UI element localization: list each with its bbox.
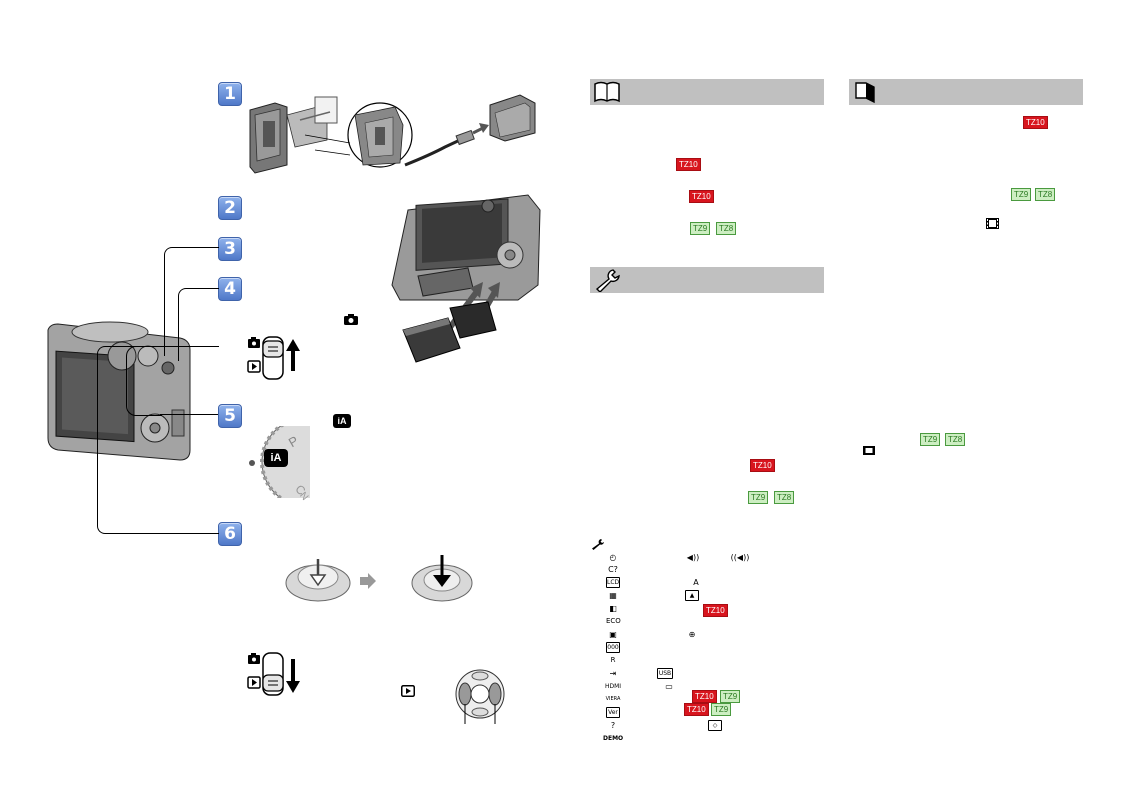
battery-card-illustration xyxy=(391,194,541,363)
step-4-badge: 4 xyxy=(218,277,242,301)
usb-mode-icon: ⇥ xyxy=(609,669,617,678)
playback-icon xyxy=(401,685,415,697)
cursor-buttons-illustration xyxy=(455,669,505,724)
motion-picture-icon xyxy=(986,218,999,229)
step-3-pointer xyxy=(164,247,219,356)
shutter-press-illustration xyxy=(285,555,473,602)
notebook-icon xyxy=(855,82,875,104)
step-6-pointer xyxy=(97,346,219,534)
tz9-tag: TZ9 xyxy=(690,222,711,235)
lcd-icon: LCD xyxy=(606,577,620,588)
step-5-badge: 5 xyxy=(218,404,242,428)
step-5-pointer-b xyxy=(160,414,218,416)
histogram-icon: ▲ xyxy=(685,590,699,601)
tz8-tag: TZ8 xyxy=(774,491,795,504)
step-6-badge: 6 xyxy=(218,522,242,546)
viera-link-icon: VIERA xyxy=(605,696,621,702)
tz10-tag: TZ10 xyxy=(684,703,709,716)
number-reset-icon: 000 xyxy=(606,642,620,653)
tz9-tag: TZ9 xyxy=(748,491,769,504)
hdmi-icon: HDMI xyxy=(604,683,622,690)
camera-mode-icon xyxy=(344,314,358,325)
tz8-tag: TZ8 xyxy=(716,222,737,235)
step-3-badge: 3 xyxy=(218,237,242,261)
zoom-resume-icon: ⊕ xyxy=(688,630,696,639)
beep-icon: ◀)) xyxy=(686,553,700,562)
tz10-tag: TZ10 xyxy=(689,190,714,203)
demo-icon: DEMO xyxy=(603,735,624,742)
step-4-pointer xyxy=(178,288,219,361)
tz9-tag: TZ9 xyxy=(720,690,741,703)
volume-icon: ((◀)) xyxy=(730,553,750,562)
language-icon: ? xyxy=(610,721,616,730)
auto-review-icon: ▣ xyxy=(609,630,617,639)
wrench-icon xyxy=(595,269,620,292)
camera-side-illustration xyxy=(47,321,191,461)
tz10-tag: TZ10 xyxy=(692,690,717,703)
version-icon: Ver xyxy=(606,707,620,718)
tz10-tag: TZ10 xyxy=(676,158,701,171)
tz8-tag: TZ8 xyxy=(1035,188,1056,201)
photo-frame-icon xyxy=(863,446,875,455)
rec-play-switch-down xyxy=(247,652,300,696)
section-header-book xyxy=(590,79,824,105)
tz9-tag: TZ9 xyxy=(711,703,732,716)
tz9-tag: TZ9 xyxy=(1011,188,1032,201)
eco-icon: ECO xyxy=(606,617,621,625)
tv-aspect-icon: ▭ xyxy=(665,682,673,691)
step-1-badge: 1 xyxy=(218,82,242,106)
reset-icon: R xyxy=(610,656,616,664)
wrench-small-icon xyxy=(592,539,604,550)
travel-date-icon: ◧ xyxy=(609,604,617,613)
section-header-notes xyxy=(849,79,1083,105)
rec-play-switch-up xyxy=(247,336,300,380)
format-icon: ◇ xyxy=(708,720,722,731)
guide-line-icon: ▦ xyxy=(609,591,617,600)
book-icon xyxy=(594,81,620,103)
tz10-tag: TZ10 xyxy=(703,604,728,617)
dial-label-ia: iA xyxy=(264,449,288,467)
usb-icon: USB xyxy=(657,668,673,679)
tz8-tag: TZ8 xyxy=(945,433,966,446)
step-2-badge: 2 xyxy=(218,196,242,220)
world-time-icon: C? xyxy=(608,565,618,574)
ia-mode-icon: iA xyxy=(333,414,351,428)
clock-icon: ◴ xyxy=(609,553,617,562)
auto-lcd-icon: A xyxy=(693,578,699,587)
tz10-tag: TZ10 xyxy=(1023,116,1048,129)
section-header-setup xyxy=(590,267,824,293)
charger-illustration xyxy=(249,94,536,174)
tz10-tag: TZ10 xyxy=(750,459,775,472)
tz9-tag: TZ9 xyxy=(920,433,941,446)
